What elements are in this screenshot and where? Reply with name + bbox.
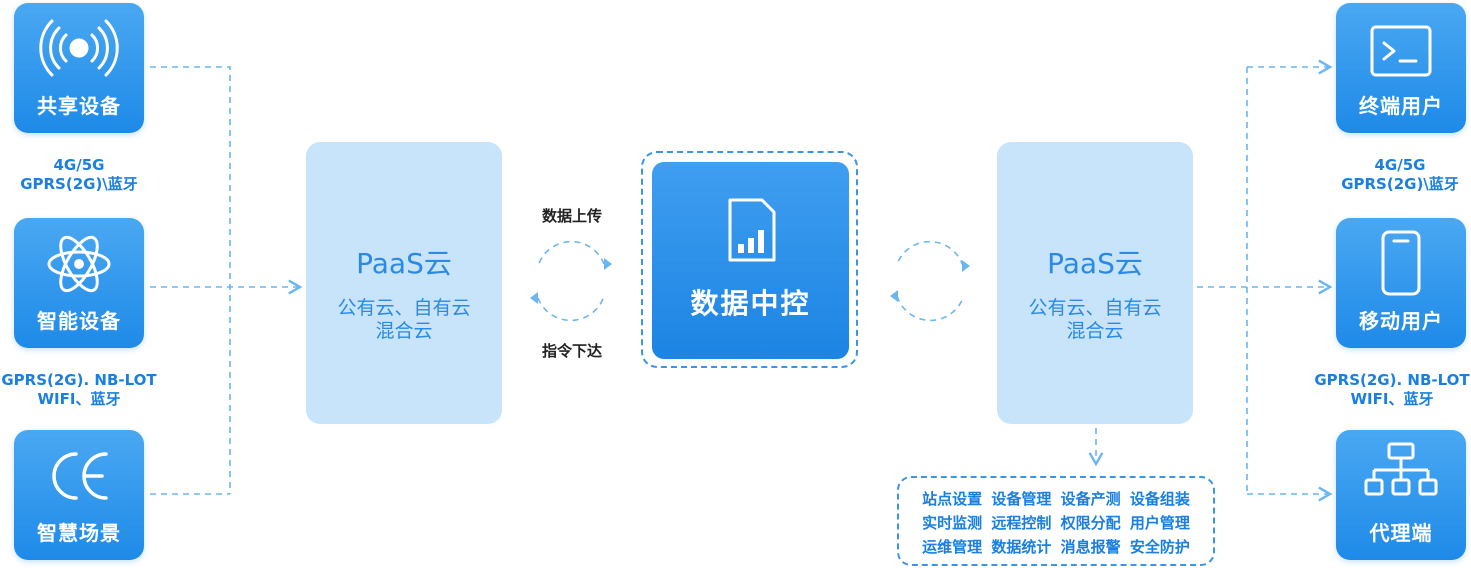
connector-line <box>150 66 231 494</box>
feature-item[interactable]: 权限分配 <box>1060 514 1121 532</box>
cloud-title: PaaS云 <box>356 247 452 280</box>
feature-item[interactable]: 消息报警 <box>1060 538 1121 556</box>
center-frame <box>641 151 858 368</box>
upload-label: 数据上传 <box>542 207 603 225</box>
feature-item[interactable]: 设备管理 <box>991 490 1052 508</box>
tile-label: 终端用户 <box>1359 94 1443 118</box>
tile-label: 共享设备 <box>37 94 121 118</box>
center-title: 数据中控 <box>690 287 811 320</box>
connectivity-note: 4G/5G GPRS(2G)\蓝牙 <box>1341 156 1459 193</box>
atom-icon <box>47 235 111 293</box>
paas-cloud-left[interactable]: PaaS云 公有云、自有云 混合云 <box>306 142 502 424</box>
tile-smart-device[interactable]: 智能设备 <box>14 218 144 348</box>
tile-label: 智慧场景 <box>37 521 121 545</box>
feature-row: 运维管理 数据统计 消息报警 安全防护 <box>899 535 1213 559</box>
feature-item[interactable]: 用户管理 <box>1129 514 1190 532</box>
feature-item[interactable]: 设备组装 <box>1129 490 1190 508</box>
tile-label: 代理端 <box>1369 521 1433 545</box>
cloud-sub-line: 混合云 <box>1066 320 1124 342</box>
connectivity-note: GPRS(2G). NB-LOT WIFI、蓝牙 <box>1314 371 1470 408</box>
tile-agent[interactable]: 代理端 <box>1336 430 1466 560</box>
tile-mobile-user[interactable]: 移动用户 <box>1336 218 1466 348</box>
arrow-head <box>530 292 538 304</box>
cloud-sub-line: 混合云 <box>375 320 433 342</box>
tile-label: 智能设备 <box>37 309 121 333</box>
cloud-sub-line: 公有云、自有云 <box>1028 297 1162 319</box>
feature-item[interactable]: 运维管理 <box>922 538 983 556</box>
feature-item[interactable]: 数据统计 <box>991 538 1052 556</box>
feature-row: 实时监测 远程控制 权限分配 用户管理 <box>899 511 1213 535</box>
tile-label: 移动用户 <box>1359 309 1443 333</box>
arrow-head <box>962 260 970 272</box>
exchange-arc <box>537 240 605 267</box>
features-panel: 站点设置 设备管理 设备产测 设备组装 实时监测 远程控制 权限分配 用户管理 … <box>897 476 1215 566</box>
arrow-head <box>890 290 898 302</box>
exchange-arc <box>896 295 964 322</box>
signal-broadcast-icon <box>39 19 119 77</box>
tile-shared-device[interactable]: 共享设备 <box>14 3 144 133</box>
cloud-sub-line: 公有云、自有云 <box>337 297 471 319</box>
paas-cloud-right[interactable]: PaaS云 公有云、自有云 混合云 <box>997 142 1193 424</box>
mobile-phone-icon <box>1381 230 1421 296</box>
feature-item[interactable]: 设备产测 <box>1060 490 1121 508</box>
ce-mark-icon <box>52 452 108 500</box>
connectivity-note: GPRS(2G). NB-LOT WIFI、蓝牙 <box>1 371 157 408</box>
feature-item[interactable]: 实时监测 <box>922 514 983 532</box>
connectivity-note: 4G/5G GPRS(2G)\蓝牙 <box>20 156 138 193</box>
data-control-center[interactable]: 数据中控 <box>652 162 849 359</box>
data-sim-icon <box>728 198 776 262</box>
feature-item[interactable]: 远程控制 <box>991 514 1052 532</box>
arrow-head <box>604 258 612 270</box>
tile-terminal-user[interactable]: 终端用户 <box>1336 3 1466 133</box>
network-hierarchy-icon <box>1364 442 1438 496</box>
feature-row: 站点设置 设备管理 设备产测 设备组装 <box>899 487 1213 511</box>
terminal-icon <box>1370 25 1432 77</box>
feature-item[interactable]: 安全防护 <box>1129 538 1190 556</box>
exchange-arc <box>896 240 964 267</box>
cloud-title: PaaS云 <box>1047 247 1143 280</box>
feature-item[interactable]: 站点设置 <box>922 490 983 508</box>
exchange-arc <box>537 295 605 322</box>
download-label: 指令下达 <box>542 342 603 360</box>
tile-smart-scene[interactable]: 智慧场景 <box>14 430 144 560</box>
